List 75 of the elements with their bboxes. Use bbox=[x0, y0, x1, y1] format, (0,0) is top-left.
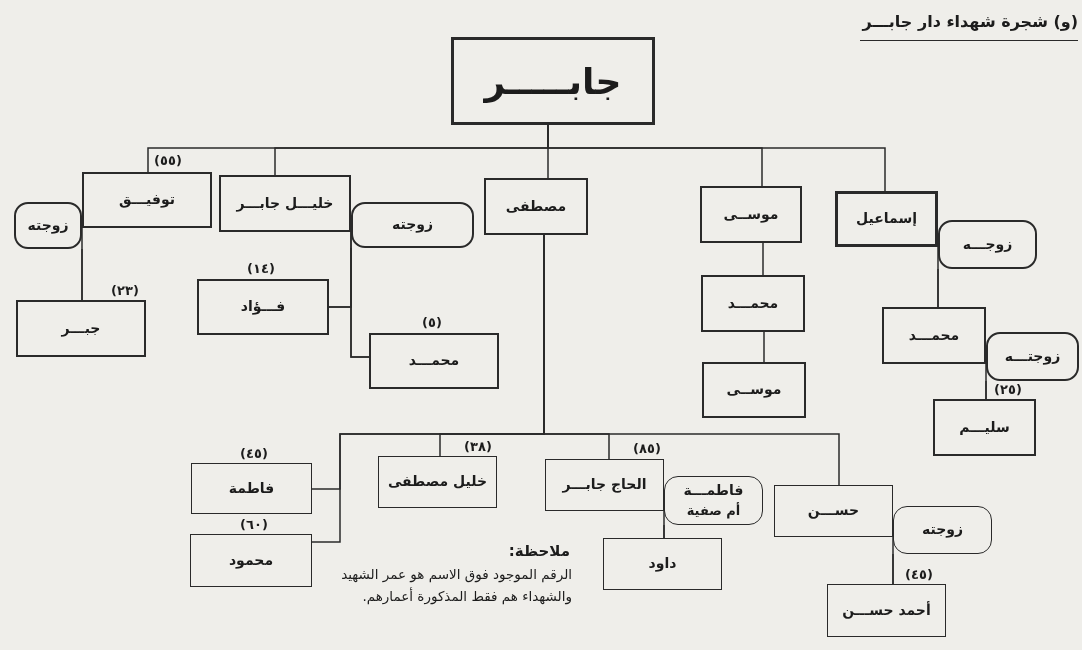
person-name: زوجتـــه bbox=[1004, 347, 1061, 366]
spouse-box bbox=[664, 476, 763, 525]
person-name: محمود bbox=[228, 551, 274, 570]
person-name: إسماعيل bbox=[856, 210, 917, 228]
title: (و) شجرة شهداء دار جابـــر bbox=[860, 10, 1078, 41]
person-box bbox=[191, 463, 312, 514]
person-name: موســى bbox=[726, 381, 782, 399]
spouse-box bbox=[351, 202, 474, 248]
connector-line bbox=[663, 524, 665, 539]
person-name: جابـــــر bbox=[484, 59, 622, 104]
person-box bbox=[700, 186, 802, 243]
age-label: (٥) bbox=[422, 315, 442, 329]
connector-line bbox=[547, 124, 886, 192]
person-name: زوجـــه bbox=[962, 235, 1013, 254]
person-name: توفيـــق bbox=[119, 191, 175, 209]
age-label: (٤٥) bbox=[240, 446, 268, 460]
age-label: (٢٥) bbox=[994, 382, 1022, 396]
person-name: خليل مصطفى bbox=[387, 473, 488, 491]
person-name: جبـــر bbox=[61, 319, 101, 338]
person-box bbox=[933, 399, 1036, 456]
person-name: فاطمـــة bbox=[683, 482, 744, 500]
connector-line bbox=[543, 234, 840, 486]
person-name: سليـــم bbox=[959, 418, 1010, 437]
person-box bbox=[16, 300, 146, 357]
person-name: أحمد حســـن bbox=[842, 601, 931, 620]
person-box bbox=[369, 333, 499, 389]
person-box bbox=[882, 307, 986, 364]
person-name: خليـــل جابـــر bbox=[236, 194, 334, 213]
person-box bbox=[774, 485, 893, 537]
person-name: مصطفى bbox=[505, 197, 567, 216]
age-label: (١٤) bbox=[247, 261, 275, 275]
age-label: (٢٣) bbox=[111, 283, 139, 297]
person-name: محمـــد bbox=[908, 326, 960, 345]
person-box bbox=[701, 275, 805, 332]
person-name: موســى bbox=[723, 205, 779, 224]
person-box bbox=[603, 538, 722, 590]
person-box bbox=[545, 459, 664, 511]
connector-line bbox=[892, 553, 894, 585]
person-name: فاطمة bbox=[228, 479, 275, 498]
person-name: فـــؤاد bbox=[240, 298, 286, 316]
person-name: محمـــد bbox=[408, 352, 460, 370]
age-label: (٣٨) bbox=[464, 439, 492, 453]
connector-line bbox=[937, 268, 939, 308]
spouse-box bbox=[986, 332, 1079, 381]
person-box bbox=[378, 456, 497, 508]
note-text: الرقم الموجود فوق الاسم هو عمر الشهيد والشهداء هم فقط المذكورة أعمارهم. bbox=[340, 565, 572, 607]
person-name: زوجته bbox=[27, 216, 69, 235]
spouse-box bbox=[893, 506, 992, 554]
person-box bbox=[827, 584, 946, 637]
person-box bbox=[451, 37, 655, 125]
connector-line bbox=[762, 242, 764, 276]
person-name: حســـن bbox=[807, 502, 860, 520]
person-name: زوجته bbox=[391, 216, 434, 234]
person-box bbox=[82, 172, 212, 228]
connector-line bbox=[985, 380, 987, 400]
connector-line bbox=[81, 248, 83, 301]
person-note: أم صفية bbox=[686, 502, 741, 519]
person-box bbox=[197, 279, 329, 335]
person-name: محمـــد bbox=[727, 294, 779, 313]
connector-line bbox=[763, 331, 765, 363]
person-box bbox=[702, 362, 806, 418]
person-box bbox=[190, 534, 312, 587]
age-label: (٤٥) bbox=[905, 567, 933, 581]
person-name: زوجته bbox=[921, 521, 964, 539]
note-heading: ملاحظة: bbox=[507, 541, 570, 562]
spouse-box bbox=[938, 220, 1037, 269]
person-box bbox=[835, 191, 938, 247]
age-label: (٥٥) bbox=[154, 153, 182, 167]
person-name: داود bbox=[648, 555, 677, 573]
person-box bbox=[484, 178, 588, 235]
person-box bbox=[219, 175, 351, 232]
age-label: (٨٥) bbox=[633, 441, 661, 455]
age-label: (٦٠) bbox=[240, 517, 268, 531]
person-name: الحاج جابـــر bbox=[562, 476, 647, 494]
spouse-box bbox=[14, 202, 82, 249]
